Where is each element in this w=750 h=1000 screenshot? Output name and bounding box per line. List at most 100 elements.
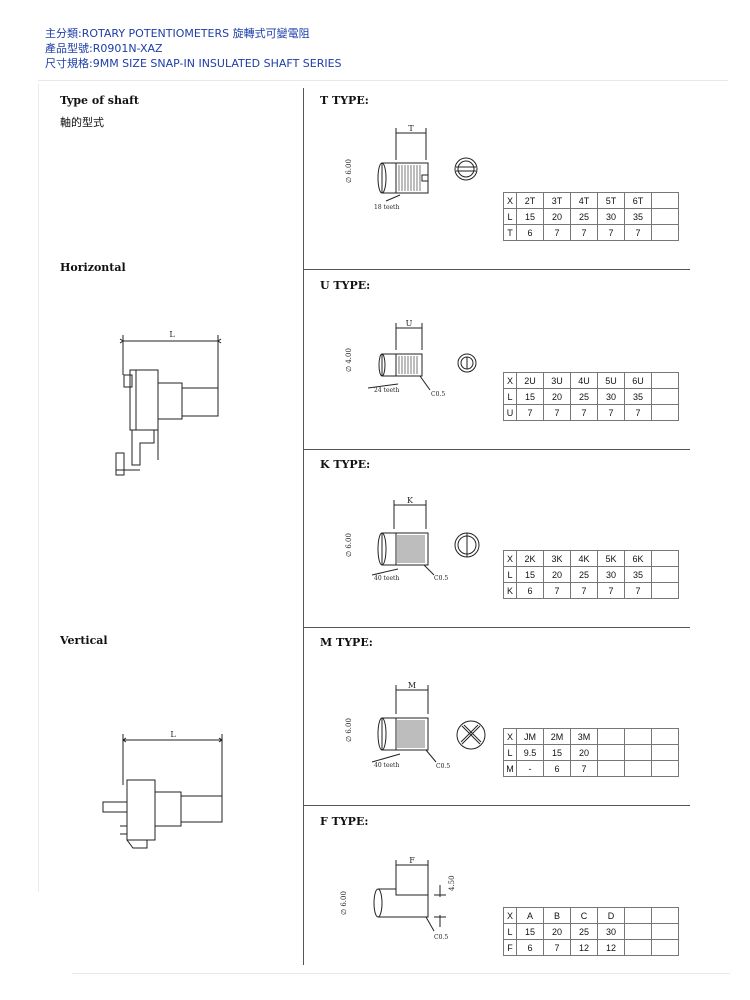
table-cell: 7 [624,582,652,599]
t-type-end-view [454,157,478,181]
table-cell: 5T [597,192,625,209]
table-cell: 12 [570,939,598,956]
f-type-diameter: ∅ 6.00 [340,891,348,915]
f-type-spec-table: X A B C D L 15 20 25 30 F 6 7 12 12 [503,907,679,956]
table-cell [651,907,679,924]
table-cell: 35 [624,208,652,225]
table-cell: 6 [543,760,571,777]
header-model: 產品型號:R0901N-XAZ [45,42,163,55]
table-cell: 7 [570,224,598,241]
table-cell: 20 [543,388,571,405]
table-cell: 6U [624,372,652,389]
table-cell [597,744,625,761]
table-cell: 7 [624,404,652,421]
table-row: X JM 2M 3M [503,728,679,745]
f-type-side-dim: 4.50 [448,875,456,891]
table-cell: 7 [570,404,598,421]
table-cell: 6 [516,582,544,599]
m-type-spec-table: X JM 2M 3M L 9.5 15 20 M - 6 7 [503,728,679,777]
table-cell: 9.5 [516,744,544,761]
t-type-diameter: ∅ 6.00 [345,159,353,183]
page-header: 主分類:ROTARY POTENTIOMETERS 旋轉式可變電阻 產品型號:R… [45,26,342,71]
table-cell [651,760,679,777]
table-cell: B [543,907,571,924]
table-cell: 7 [597,404,625,421]
table-row: M - 6 7 [503,760,679,777]
u-type-shaft-drawing: U ∅ 4.00 24 teeth C0.5 [345,319,445,398]
table-cell: T [503,224,517,241]
table-cell [651,728,679,745]
table-row: X 2U 3U 4U 5U 6U [503,372,679,389]
table-cell: D [597,907,625,924]
f-type-dim-label: F [409,856,415,865]
left-edge-line [38,84,39,892]
type-of-shaft-heading: Type of shaft [60,94,139,107]
m-type-end-view [456,720,486,750]
table-cell [624,939,652,956]
table-cell: A [516,907,544,924]
horizontal-dim-label: L [169,330,175,339]
section-divider [304,449,690,450]
horizontal-pot-drawing: L [115,330,222,476]
table-cell: 30 [597,566,625,583]
table-cell [597,728,625,745]
table-cell: 7 [543,939,571,956]
table-cell: 12 [597,939,625,956]
table-cell: X [503,192,517,209]
table-row: X 2K 3K 4K 5K 6K [503,550,679,567]
vertical-heading: Vertical [60,634,108,647]
m-type-shaft-drawing: M ∅ 6.00 40 teeth C0.5 [345,681,450,770]
u-type-title: U TYPE: [320,279,371,292]
k-type-shaft-drawing: K ∅ 6.00 40 teeth C0.5 [345,496,448,582]
header-spec: 尺寸規格:9MM SIZE SNAP-IN INSULATED SHAFT SE… [45,57,342,70]
u-type-teeth: 24 teeth [374,387,399,394]
table-cell: F [503,939,517,956]
m-type-teeth: 40 teeth [374,762,399,769]
table-cell: 4U [570,372,598,389]
table-row: X A B C D [503,907,679,924]
table-cell [624,744,652,761]
table-cell: 2M [543,728,571,745]
m-type-chamfer: C0.5 [436,763,450,770]
table-cell: 30 [597,208,625,225]
table-cell: 5K [597,550,625,567]
table-cell: 3T [543,192,571,209]
k-type-dim-label: K [407,496,414,505]
table-cell: X [503,372,517,389]
table-cell: 30 [597,923,625,940]
table-cell: 4K [570,550,598,567]
u-type-knurl-lines [398,356,418,374]
table-cell [651,582,679,599]
table-cell: 6 [516,939,544,956]
table-cell: 6T [624,192,652,209]
horizontal-heading: Horizontal [60,261,126,274]
table-cell: C [570,907,598,924]
t-type-teeth: 18 teeth [374,204,399,211]
t-type-title: T TYPE: [320,94,369,107]
table-cell: L [503,208,517,225]
header-category: 主分類:ROTARY POTENTIOMETERS 旋轉式可變電阻 [45,27,310,40]
m-type-title: M TYPE: [320,636,373,649]
k-type-diameter: ∅ 6.00 [345,533,353,557]
table-row: L 15 20 25 30 [503,923,679,940]
table-cell [651,224,679,241]
f-type-chamfer: C0.5 [434,934,448,941]
t-type-knurl-lines [398,165,421,191]
f-type-shaft-drawing: F ∅ 6.00 4.50 C0.5 [340,856,456,941]
f-type-title: F TYPE: [320,815,369,828]
table-cell: 20 [543,208,571,225]
table-cell: 35 [624,388,652,405]
table-cell [651,388,679,405]
table-cell: - [516,760,544,777]
table-cell [624,907,652,924]
table-cell [651,208,679,225]
table-cell: 25 [570,208,598,225]
table-cell: 15 [516,208,544,225]
section-divider [304,269,690,270]
table-cell: 25 [570,566,598,583]
table-cell: 6K [624,550,652,567]
table-row: X 2T 3T 4T 5T 6T [503,192,679,209]
table-cell [651,744,679,761]
table-row: L 15 20 25 30 35 [503,208,679,225]
table-row: L 15 20 25 30 35 [503,566,679,583]
